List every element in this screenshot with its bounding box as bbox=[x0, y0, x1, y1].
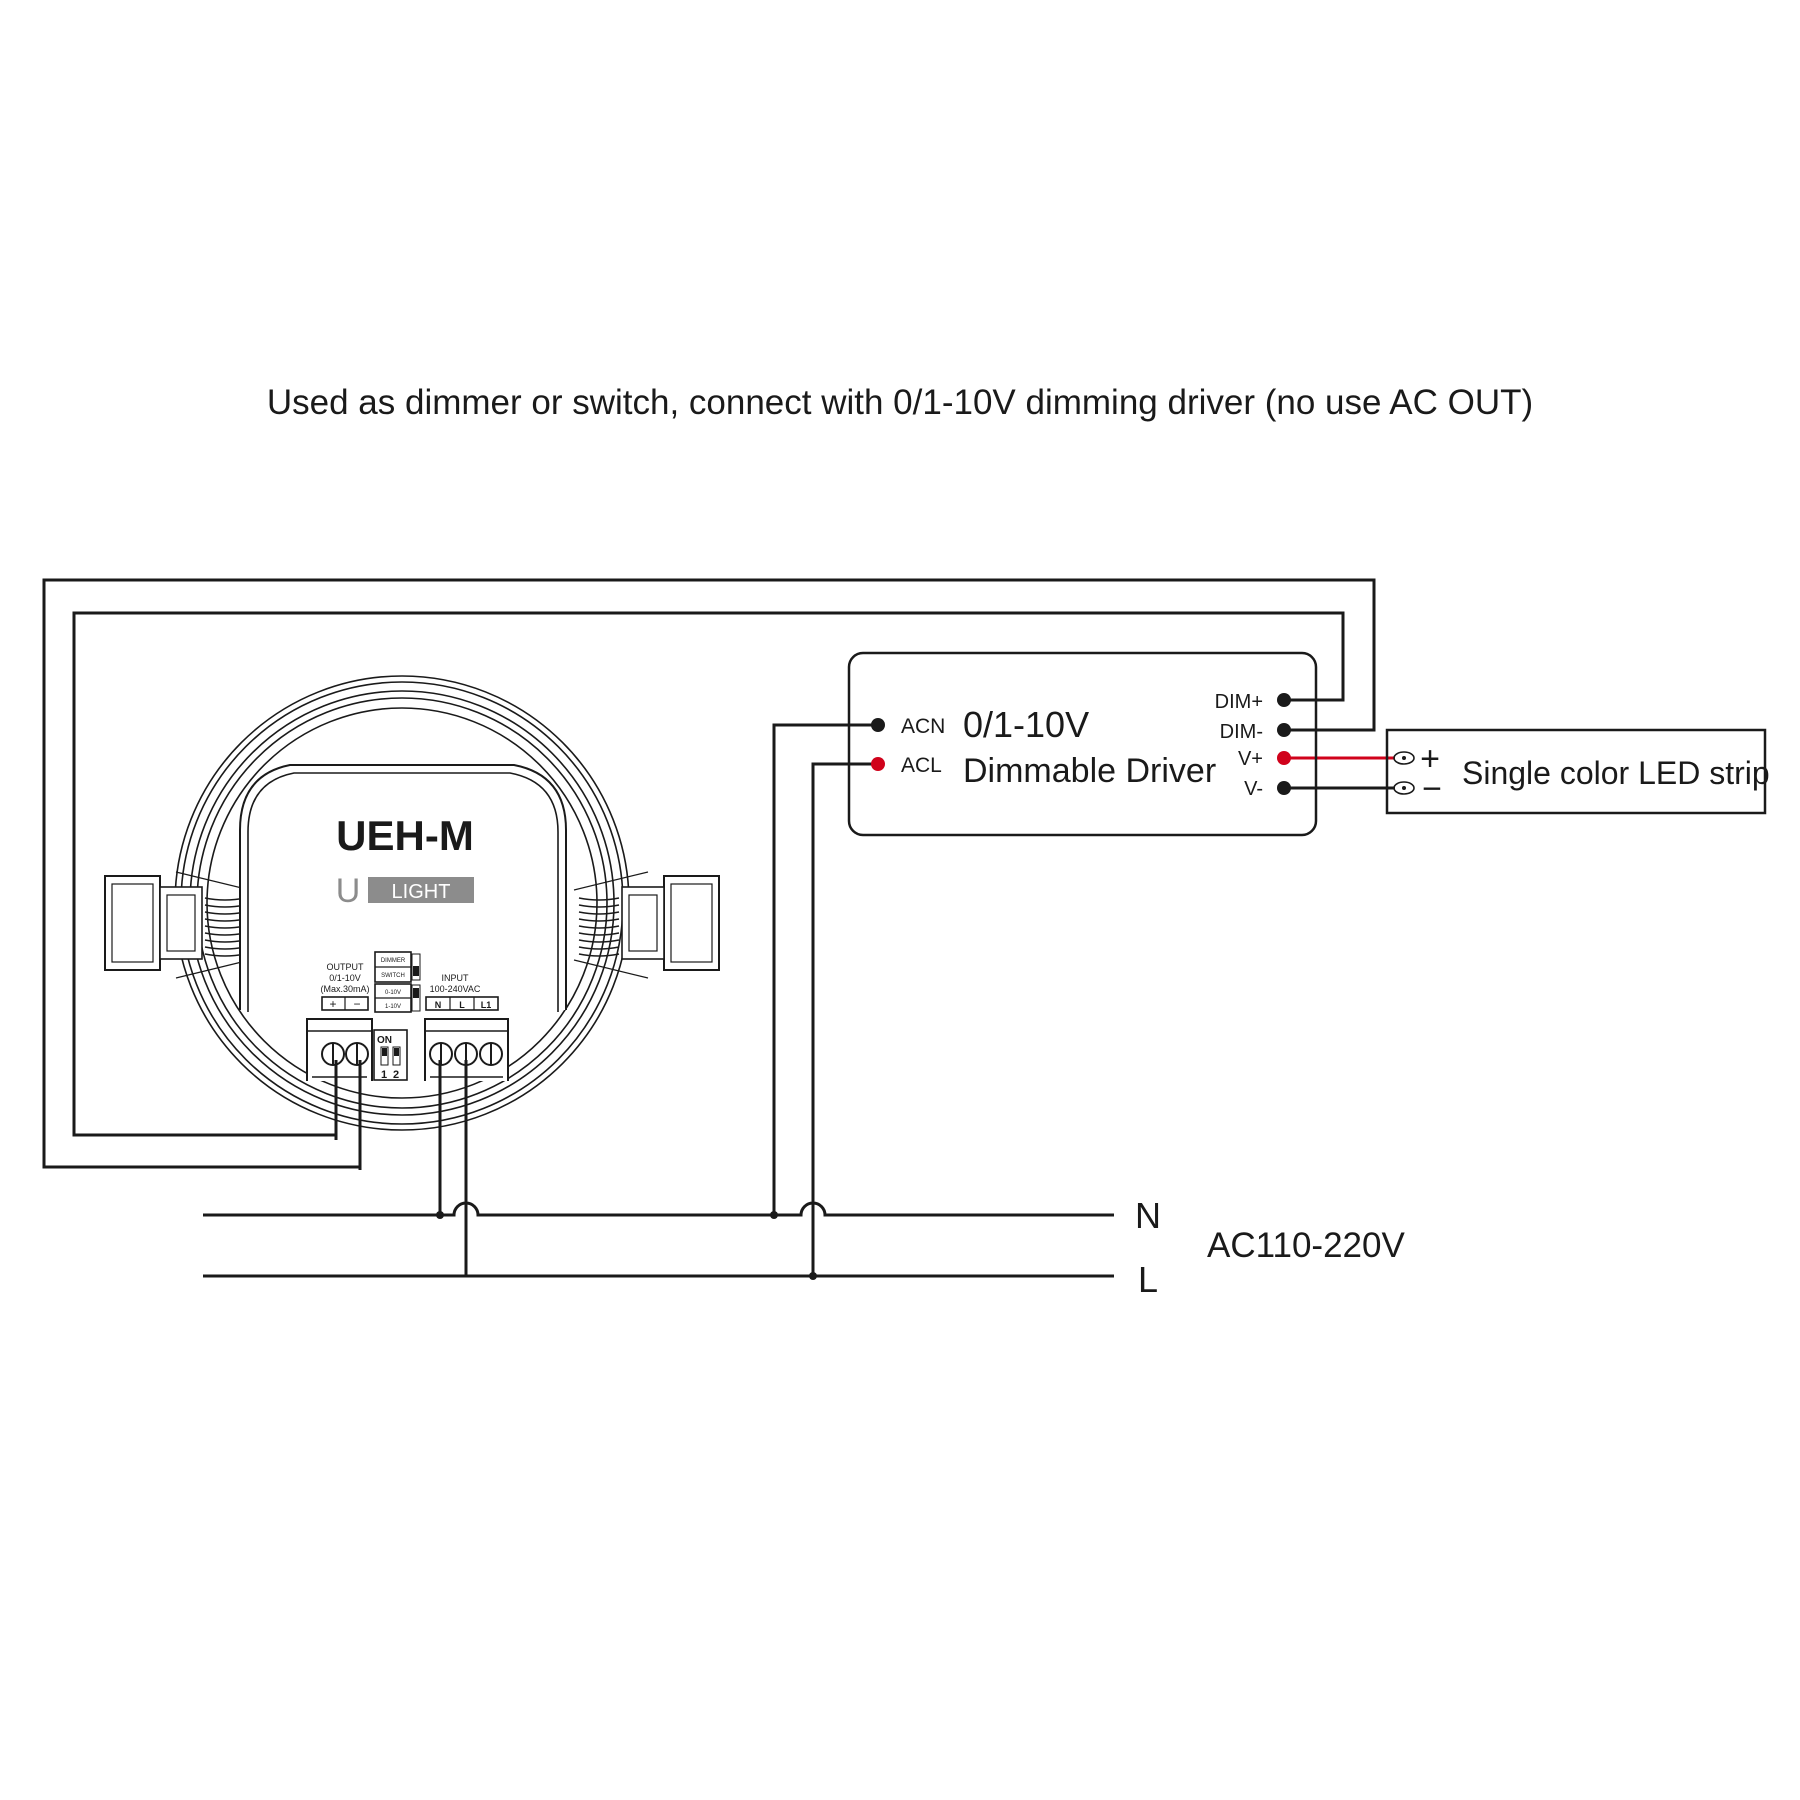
terminal-dim-minus bbox=[1277, 723, 1291, 737]
ulight-logo: U LIGHT bbox=[336, 872, 474, 910]
wire-mains-l-to-acl bbox=[811, 762, 878, 1276]
led-strip-label: Single color LED strip bbox=[1462, 755, 1770, 791]
right-mounting-clip bbox=[573, 871, 720, 979]
input-n-label: N bbox=[435, 1000, 442, 1010]
input-l1-label: L1 bbox=[481, 1000, 492, 1010]
junction-dot bbox=[770, 1211, 778, 1219]
range-0-10-label: 0-10V bbox=[385, 990, 401, 996]
left-spring-icon bbox=[204, 897, 246, 957]
wire-mains-n-to-acn bbox=[772, 723, 878, 1215]
right-spring-icon bbox=[578, 897, 620, 957]
driver-acn-label: ACN bbox=[901, 715, 945, 738]
dimmable-driver: ACN ACL 0/1-10V Dimmable Driver DIM+ DIM… bbox=[847, 651, 1318, 837]
left-mounting-clip bbox=[104, 871, 251, 979]
terminal-acl bbox=[871, 757, 885, 771]
output-label-3: (Max.30mA) bbox=[320, 984, 369, 994]
range-1-10-label: 1-10V bbox=[385, 1004, 401, 1010]
device-ring-inner bbox=[206, 707, 598, 1099]
logo-u: U bbox=[336, 872, 361, 910]
dip-2-label: 2 bbox=[393, 1069, 399, 1081]
terminal-v-minus bbox=[1277, 781, 1291, 795]
led-plus-terminal-dot bbox=[1402, 756, 1406, 760]
mains-line-n bbox=[203, 1201, 1114, 1217]
led-strip: + − Single color LED strip bbox=[1385, 728, 1770, 815]
diagram-caption: Used as dimmer or switch, connect with 0… bbox=[267, 383, 1533, 422]
input-terminal-block bbox=[424, 1018, 509, 1081]
mains-voltage-label: AC110-220V bbox=[1207, 1226, 1405, 1265]
dip-1-label: 1 bbox=[381, 1069, 387, 1081]
output-plus-label: + bbox=[329, 997, 336, 1011]
led-minus-terminal-icon bbox=[1393, 781, 1415, 795]
terminal-dim-plus bbox=[1277, 693, 1291, 707]
led-strip-box bbox=[1385, 728, 1767, 815]
mains-l-label: L bbox=[1138, 1259, 1158, 1300]
mode-dimmer-label: DIMMER bbox=[381, 958, 406, 964]
driver-dim-plus-label: DIM+ bbox=[1215, 691, 1263, 713]
terminal-acn bbox=[871, 718, 885, 732]
output-terminal-block bbox=[306, 1018, 373, 1081]
logo-light: LIGHT bbox=[392, 881, 451, 903]
device-model-label: UEH-M bbox=[336, 812, 474, 859]
output-label-1: OUTPUT bbox=[327, 962, 365, 972]
output-minus-label: − bbox=[353, 997, 360, 1011]
driver-title-line1: 0/1-10V bbox=[963, 704, 1089, 745]
led-plus-label: + bbox=[1420, 740, 1440, 778]
dip-switch: ON 1 2 bbox=[373, 1029, 408, 1081]
mode-switch-label: SWITCH bbox=[381, 973, 405, 979]
dip-on-label: ON bbox=[377, 1035, 392, 1046]
driver-acl-label: ACL bbox=[901, 754, 942, 777]
output-label-2: 0/1-10V bbox=[329, 973, 361, 983]
terminal-v-plus bbox=[1277, 751, 1291, 765]
led-minus-terminal-dot bbox=[1402, 786, 1406, 790]
driver-v-minus-label: V- bbox=[1244, 778, 1263, 800]
led-plus-terminal-icon bbox=[1393, 751, 1415, 765]
driver-title-line2: Dimmable Driver bbox=[963, 752, 1216, 790]
logo-bar bbox=[368, 877, 474, 903]
input-terminal-box bbox=[425, 996, 499, 1011]
input-label-2: 100-240VAC bbox=[430, 984, 481, 994]
ueh-m-device: UEH-M U LIGHT OUTPUT 0/1-10V (Max.30mA) … bbox=[104, 675, 720, 1131]
input-label-1: INPUT bbox=[442, 973, 470, 983]
led-minus-label: − bbox=[1422, 770, 1442, 808]
mains-n-label: N bbox=[1135, 1195, 1161, 1236]
junction-dot bbox=[809, 1272, 817, 1280]
device-face-outline bbox=[247, 772, 559, 1012]
driver-dim-minus-label: DIM- bbox=[1220, 721, 1263, 743]
driver-v-plus-label: V+ bbox=[1238, 748, 1263, 770]
driver-box bbox=[847, 651, 1318, 837]
input-l-label: L bbox=[459, 1000, 465, 1010]
